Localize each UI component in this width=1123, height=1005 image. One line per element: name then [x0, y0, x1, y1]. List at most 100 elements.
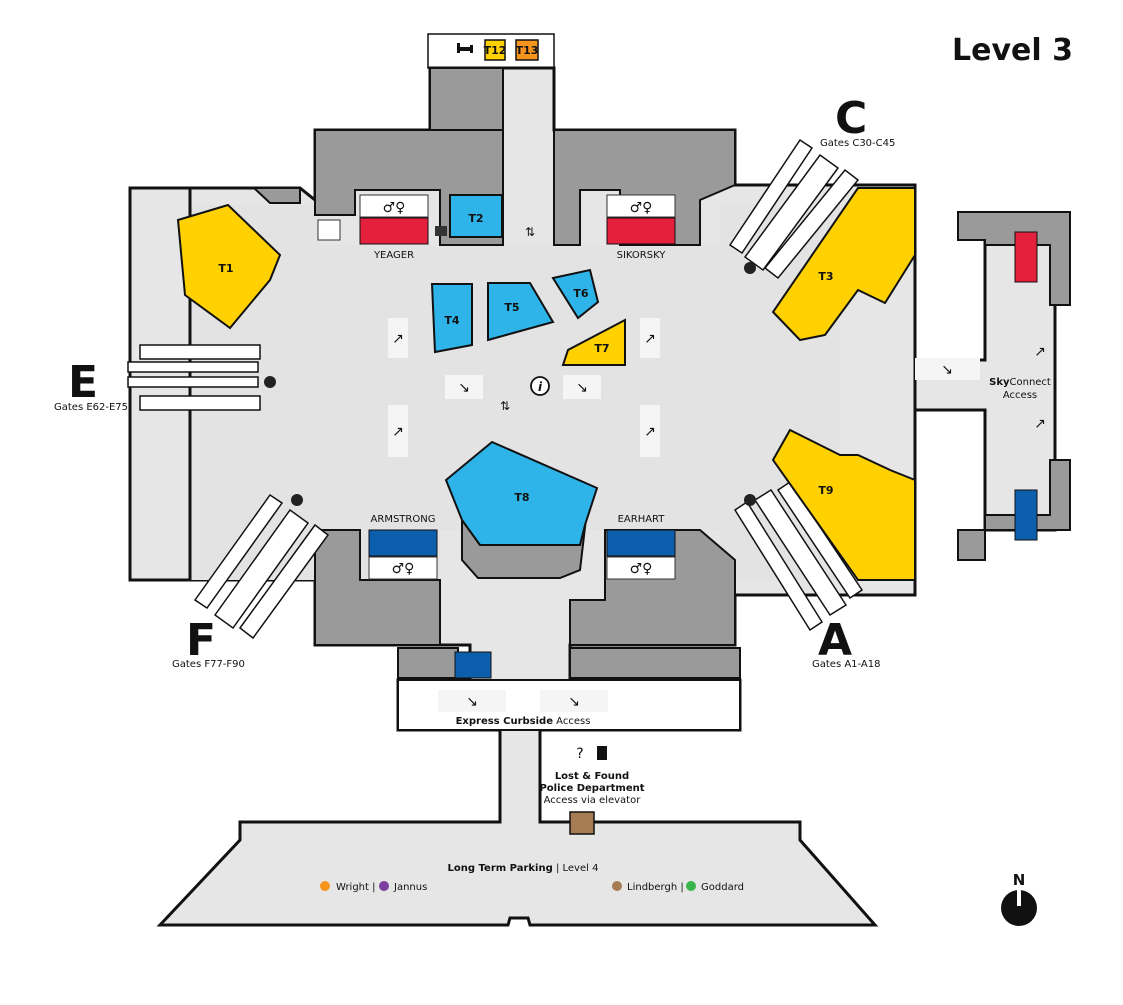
escalator-east-2 [640, 405, 660, 457]
curbside-escalator-1 [438, 690, 506, 712]
escalator-down-icon: ↘ [466, 694, 478, 710]
information-icon[interactable] [530, 376, 550, 396]
escalator-west-1 [388, 318, 408, 358]
e-bridge-2 [127, 361, 259, 373]
kiosk-icon [744, 262, 756, 274]
earhart-restrooms[interactable]: ♂♀ [606, 529, 676, 580]
escalator-icon: ↗ [644, 424, 656, 440]
lost-found-icon: ? [576, 746, 583, 762]
south-block-armstrong [314, 529, 441, 646]
jannus-label: Jannus [393, 882, 427, 893]
curbside-block-right [569, 647, 741, 679]
north-block-sikorsky [553, 129, 736, 246]
shop-t2[interactable] [449, 194, 503, 238]
level-title: Level 3 [952, 33, 1073, 68]
skyconnect-elevator-south[interactable] [1014, 489, 1038, 541]
c-concourse-bridges [728, 138, 860, 280]
elevator-sign-icon: ⇅ [500, 399, 510, 413]
main-floor [190, 205, 840, 580]
police-icon [597, 746, 607, 760]
escalator-up-icon: ↗ [1034, 344, 1046, 360]
compass-needle [1017, 888, 1021, 906]
wright-dot [320, 881, 330, 891]
kiosk-icon [744, 494, 756, 506]
shop-t12-label: T12 [484, 44, 507, 57]
shop-t7[interactable] [561, 318, 626, 366]
lost-found-label: Lost & Found [555, 771, 629, 782]
goddard-dot [686, 881, 696, 891]
shop-t1[interactable] [176, 203, 282, 330]
shop-t3-label: T3 [818, 270, 833, 283]
north-block-left [429, 67, 504, 131]
yeager-label: YEAGER [373, 250, 414, 261]
family-room-icon[interactable] [317, 219, 341, 241]
shop-t6[interactable] [551, 268, 600, 320]
north-label: N [1013, 871, 1026, 889]
parking-legend-left: Wright | Jannus [320, 881, 427, 893]
escalator-icon: ↗ [392, 331, 404, 347]
shop-t4[interactable] [430, 283, 473, 354]
sikorsky-restrooms[interactable]: ♂♀ [606, 194, 676, 245]
shop-t2-label: T2 [468, 212, 483, 225]
parking-legend-right: Lindbergh | Goddard [612, 881, 744, 893]
shop-t4-label: T4 [444, 314, 460, 327]
armstrong-restrooms[interactable]: ♂♀ [368, 529, 438, 580]
shop-t8[interactable] [444, 440, 599, 546]
escalator-icon: ↘ [941, 362, 953, 378]
concourse-a-letter: A [818, 615, 852, 666]
escalator-icon: ↗ [644, 331, 656, 347]
curbside-block-left [397, 647, 459, 679]
skyconnect-label-2: Access [1003, 390, 1037, 401]
restroom-icon: ♂♀ [383, 200, 406, 216]
skyconnect-escalator [915, 358, 980, 380]
concourse-a-gates: Gates A1-A18 [812, 659, 881, 670]
shop-t3[interactable] [771, 187, 916, 342]
shop-t7-label: T7 [594, 342, 609, 355]
concourse-c-gates: Gates C30-C45 [820, 138, 895, 149]
escalator-down-icon: ↘ [576, 380, 588, 396]
escalator-down-icon: ↘ [458, 380, 470, 396]
skyconnect-elevator-north[interactable] [1014, 231, 1038, 283]
compass-icon [1001, 890, 1037, 926]
concourse-f-letter: F [186, 615, 216, 666]
elevator-sign-icon: ⇅ [525, 225, 535, 239]
shop-t9[interactable] [771, 428, 916, 581]
escalator-icon: ↗ [392, 424, 404, 440]
parking-label: Long Term Parking | Level 4 [448, 863, 599, 874]
parking-elevator[interactable] [569, 811, 595, 835]
kiosk-icon [291, 494, 303, 506]
shop-t8-label: T8 [514, 491, 529, 504]
restroom-icon: ♂♀ [392, 561, 415, 577]
escalator-up-icon: ↗ [1034, 416, 1046, 432]
curbside-escalator-2 [540, 690, 608, 712]
restroom-icon: ♂♀ [630, 200, 653, 216]
restroom-icon: ♂♀ [630, 561, 653, 577]
escalator-down-2 [563, 375, 601, 399]
shop-t6-label: T6 [573, 287, 589, 300]
skyconnect-block-south [957, 459, 1071, 561]
shop-t13[interactable] [515, 39, 539, 61]
hotel-icon [457, 43, 473, 53]
f-concourse-bridges [193, 493, 330, 640]
concourse-e-gates: Gates E62-E75 [54, 402, 128, 413]
curbside-label: Express Curbside Access [456, 716, 591, 727]
concourse-f-gates: Gates F77-F90 [172, 659, 245, 670]
northwest-notch [251, 187, 301, 204]
police-label: Police Department [539, 783, 644, 794]
lindbergh-label: Lindbergh | [627, 882, 684, 893]
shop-t12[interactable] [484, 39, 506, 61]
concourse-e-letter: E [68, 357, 98, 408]
shop-t9-label: T9 [818, 484, 833, 497]
phone-icon [435, 226, 447, 236]
escalator-west-2 [388, 405, 408, 457]
lost-found-access-label: Access via elevator [544, 795, 642, 806]
escalator-east-1 [640, 318, 660, 358]
kiosk-icon [264, 376, 276, 388]
information-icon-glyph: i [538, 380, 543, 394]
e-bridge-3 [127, 376, 259, 388]
curbside-elevator[interactable] [454, 651, 492, 679]
shop-t5[interactable] [487, 282, 555, 342]
yeager-restrooms[interactable]: ♂♀ [359, 194, 429, 245]
sikorsky-label: SIKORSKY [617, 250, 667, 261]
